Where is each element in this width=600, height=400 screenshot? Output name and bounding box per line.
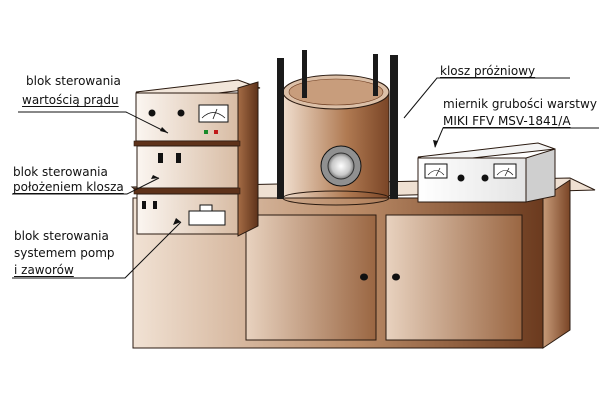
current-control-meter [198, 104, 229, 123]
current-control-knob-2 [177, 109, 185, 117]
arrowhead-thickness-meter [433, 140, 438, 148]
rack-side [237, 81, 259, 237]
rack-shelf-2 [133, 187, 241, 195]
door-knob-right [392, 273, 400, 281]
bell-top-inner [288, 78, 384, 106]
bell-window-glass [327, 152, 355, 180]
current-control-meter-needle [212, 108, 218, 120]
pump-valve-display-tab [199, 204, 213, 212]
meter-gauge-left [424, 163, 448, 179]
bell-pillar-back-right [373, 54, 378, 96]
rack-shelf-1 [133, 140, 241, 147]
current-control-meter-scale [201, 112, 226, 119]
label-bell-position-line1: blok sterowania [13, 165, 108, 179]
leader-pump-valve [12, 221, 182, 279]
cabinet-door-right [385, 214, 523, 341]
bell-position-switch-1 [158, 153, 163, 163]
meter-knob-2 [481, 174, 489, 182]
label-pump-valve-line2: systemem pomp [14, 246, 115, 260]
meter-gauge-left-scale [427, 170, 445, 176]
meter-gauge-right [493, 163, 517, 179]
meter-gauge-right-needle [504, 167, 510, 177]
pump-valve-switch-2 [153, 201, 157, 209]
bell-position-switch-2 [176, 153, 181, 163]
current-control-knob-1 [148, 109, 156, 117]
callout-lines [12, 77, 599, 279]
label-bell-position-line2: położeniem klosza [13, 180, 124, 194]
leader-bell-position [12, 177, 160, 195]
bell-pillar-left [277, 58, 284, 199]
meter-gauge-right-scale [496, 170, 514, 176]
vacuum-bell [277, 50, 398, 206]
label-vacuum-bell: klosz próżniowy [440, 64, 536, 78]
leader-current-control [18, 111, 169, 134]
current-control-led-green [204, 130, 208, 134]
control-rack [133, 79, 261, 237]
label-pump-valve-line1: blok sterowania [14, 229, 109, 243]
arrowhead-bell-position [151, 175, 159, 179]
pump-valve-display [188, 210, 226, 226]
door-knob-left [360, 273, 368, 281]
bell-pillar-right [390, 55, 398, 199]
meter-gauge-left-needle [435, 167, 441, 177]
thickness-meter-device [417, 142, 556, 203]
label-thickness-meter-line1: miernik grubości warstwy [443, 97, 597, 111]
arrowhead-current-control [160, 127, 168, 133]
arrowhead-pump-valve [173, 218, 181, 225]
meter-side [525, 148, 556, 203]
arrowheads [151, 127, 438, 225]
label-current-control-line2: wartością prądu [22, 93, 119, 107]
label-pump-valve-line3: i zaworów [14, 263, 74, 277]
cabinet-door-left [245, 214, 377, 341]
table-side [542, 179, 571, 349]
leader-vacuum-bell [403, 77, 570, 119]
bell-pillar-back [302, 50, 307, 98]
pump-valve-switch-1 [142, 201, 146, 209]
current-control-led-red [214, 130, 218, 134]
label-thickness-meter-line2: MIKI FFV MSV-1841/A [443, 114, 571, 128]
meter-knob-1 [457, 174, 465, 182]
label-current-control-line1: blok sterowania [26, 74, 121, 88]
leader-thickness-meter [434, 127, 599, 148]
